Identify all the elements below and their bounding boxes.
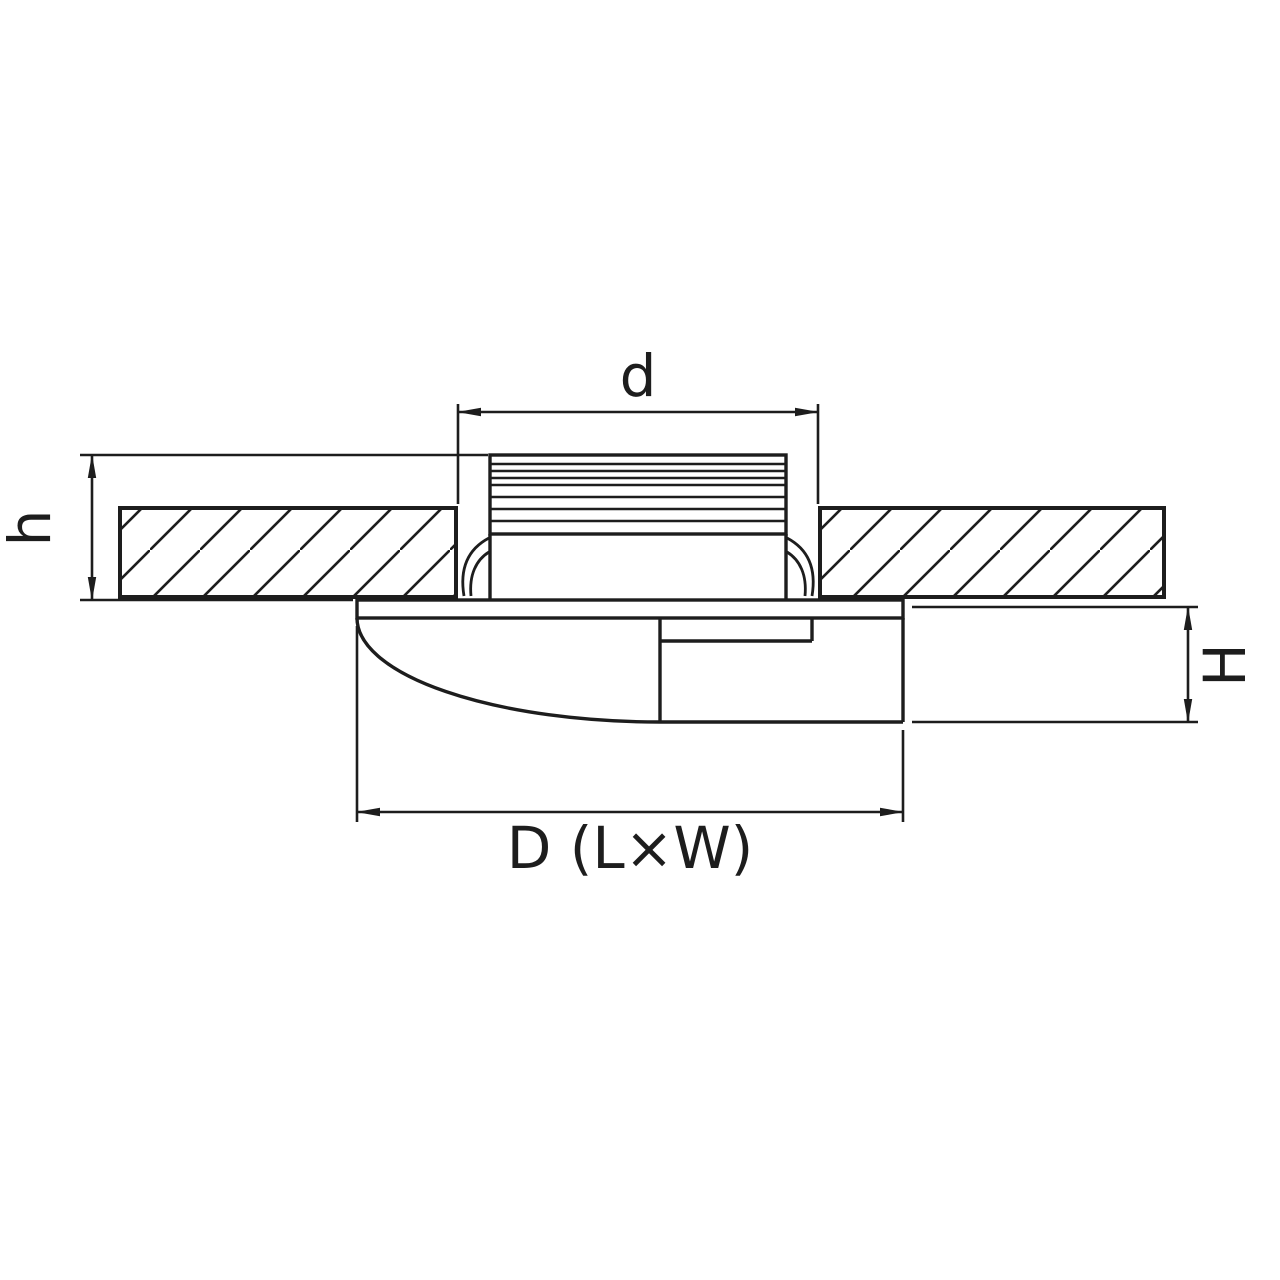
lamp-lower-body <box>355 617 905 724</box>
fixture-geometry <box>118 453 1166 724</box>
dim-label-H: H <box>1191 643 1259 687</box>
heatsink-fins <box>490 462 786 523</box>
dim-label-h: h <box>0 510 64 547</box>
spring-clips <box>461 536 815 597</box>
ceiling-panel-left <box>118 506 458 599</box>
clip-left-inner <box>469 550 490 597</box>
ceiling-section-left <box>118 506 458 599</box>
clip-right-outer <box>786 536 815 597</box>
dimension-D <box>355 626 905 822</box>
ceiling-section-right <box>818 506 1166 599</box>
clip-right-inner <box>786 550 807 597</box>
dimension-h <box>80 453 488 602</box>
dim-label-d: d <box>620 342 657 410</box>
ceiling-panel-right <box>818 506 1166 599</box>
diffuser-curve <box>355 617 661 724</box>
dim-label-D: D (L×W) <box>507 814 754 882</box>
trim-flange <box>355 598 905 620</box>
dimensioning <box>80 404 1198 822</box>
dimension-H <box>912 605 1198 724</box>
flange-plate <box>355 598 905 620</box>
heatsink-body <box>488 453 788 600</box>
clip-left-outer <box>461 536 490 597</box>
